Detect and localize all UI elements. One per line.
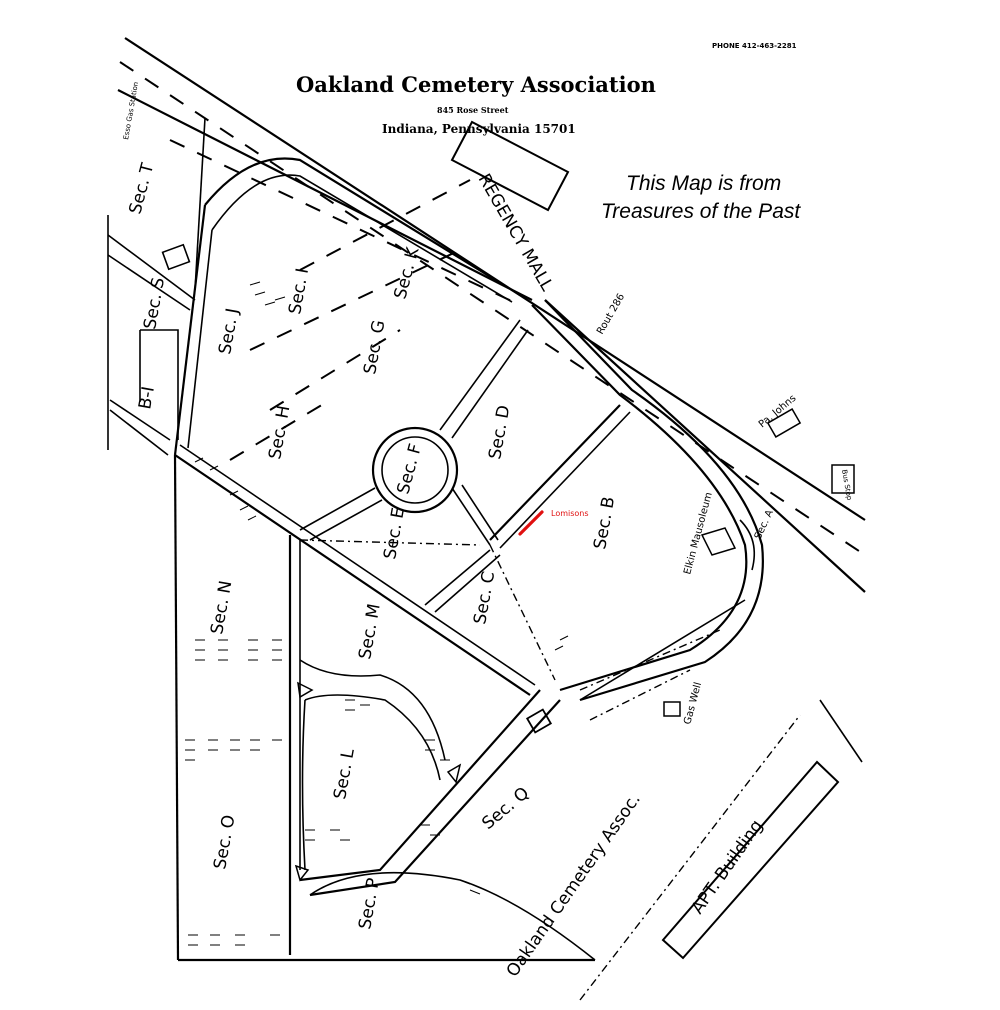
plot-number-marks <box>185 281 569 946</box>
section-s-label: Sec. S <box>140 276 169 331</box>
section-i-label: Sec. I <box>285 267 313 316</box>
section-q-label: Sec. Q <box>478 783 533 834</box>
office-building <box>525 708 553 734</box>
property-line-2 <box>819 699 863 763</box>
gas-station-label: Esso Gas Station <box>122 81 140 140</box>
section-g-label: Sec. G <box>360 319 389 376</box>
route-label: Rout 286 <box>595 292 627 337</box>
note-line-1: This Map is from <box>626 172 781 195</box>
bus-stop-box <box>831 464 855 494</box>
section-o-label: Sec. O <box>210 813 239 870</box>
section-k-label: Sec. K <box>391 245 424 302</box>
section-d-label: Sec. D <box>485 404 514 461</box>
section-t-label: Sec. T <box>126 160 159 216</box>
section-f-label: Sec. F <box>394 442 427 497</box>
section-j-label: Sec. J <box>215 307 243 356</box>
pa-johns-box <box>766 408 802 438</box>
section-h-label: Sec. H <box>265 404 294 461</box>
section-b-label: Sec. B <box>590 495 619 551</box>
section-l-label: Sec. L <box>330 747 359 801</box>
oakland-assoc-label: Oakland Cemetery Assoc. <box>503 790 645 981</box>
section-bi-label: B-I <box>135 385 159 411</box>
section-p-label: Sec. P <box>355 877 384 931</box>
gas-well-box <box>663 701 681 717</box>
city-line: Indiana, Pennsylvania 15701 <box>382 122 576 136</box>
section-n-label: Sec. N <box>207 579 236 636</box>
address: 845 Rose Street <box>437 105 509 115</box>
section-m-label: Sec. M <box>355 602 384 661</box>
property-line <box>579 714 801 1001</box>
apt-building-label: APT. Building <box>688 816 767 918</box>
section-a-label: Sec. A <box>753 508 776 541</box>
phone-number: PHONE 412-463-2281 <box>712 42 797 50</box>
regency-mall-building <box>450 120 570 212</box>
pa-johns-label: Pa. Johns <box>757 393 799 430</box>
elkin-mausoleum-building <box>700 519 756 571</box>
section-e-label: Sec. E <box>380 506 409 561</box>
map-title: Oakland Cemetery Association <box>296 72 656 97</box>
note-line-2: Treasures of the Past <box>601 200 801 223</box>
bus-stop-label: Bus Stop <box>840 469 853 501</box>
cemetery-boundary <box>107 117 764 962</box>
grave-marker-label: Lomisons <box>551 509 589 518</box>
apt-building <box>661 760 840 960</box>
gas-well-label: Gas Well <box>682 681 704 726</box>
elkin-mausoleum-label: Elkin Mausoleum <box>682 491 715 576</box>
grave-marker[interactable] <box>518 510 544 536</box>
